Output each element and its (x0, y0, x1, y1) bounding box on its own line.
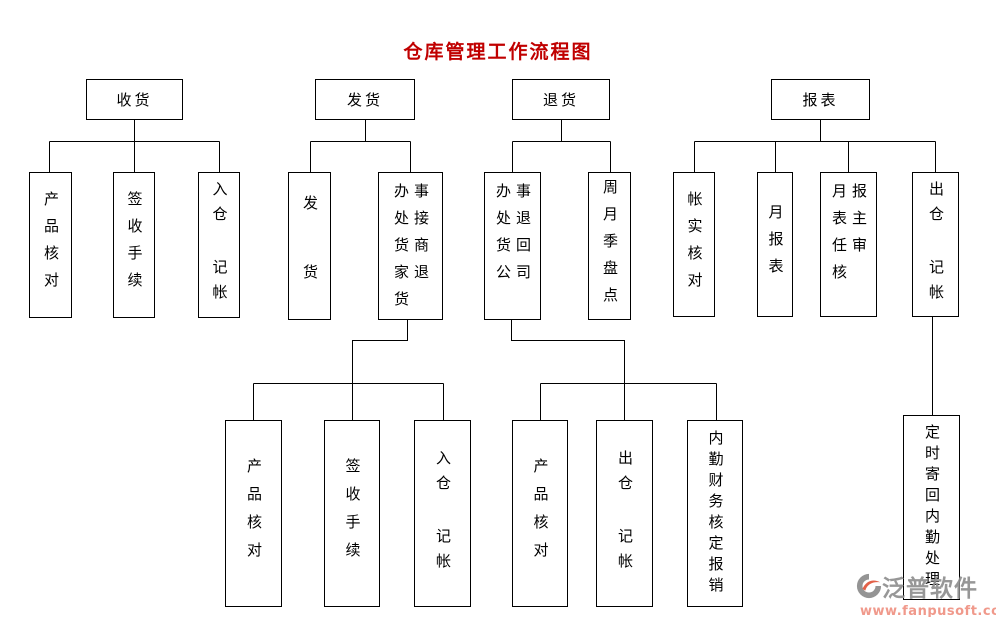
node-label: 入仓 记帐 (434, 449, 452, 578)
node-label: 报表 (802, 91, 839, 109)
node-returns-sub-finance-verify-reimbursement: 内勤财务核定报销 (687, 420, 743, 607)
node-reports-supervisor-review: 月表任核 报主审 (820, 172, 877, 317)
node-label: 退货 (542, 91, 579, 109)
node-label-col2: 事退回司 (514, 183, 532, 291)
connector-receiving (49, 120, 220, 176)
node-label-col1: 办处货公 (494, 183, 512, 291)
node-shipping-sub-sign-procedure: 签收手续 (324, 420, 380, 607)
connector-reports (694, 120, 936, 176)
node-label: 签收手续 (125, 191, 144, 299)
node-reports-book-vs-actual-check: 帐实核对 (673, 172, 715, 317)
node-label: 产品核对 (245, 457, 263, 570)
node-returns-sub-outbound-bookkeeping: 出仓 记帐 (596, 420, 653, 607)
node-label: 月报表 (766, 204, 785, 285)
node-reports-monthly-report: 月报表 (757, 172, 793, 317)
connector-shipping (310, 120, 411, 176)
node-receiving-product-check: 产品核对 (29, 172, 72, 318)
node-label: 定时寄回内勤处理 (923, 423, 941, 592)
watermark: 泛普软件 www.fanpusoft.com (856, 569, 996, 617)
connector-returns (512, 120, 611, 176)
connector-returns-sub (511, 320, 717, 433)
node-returns-header: 退货 (512, 79, 610, 120)
node-shipping-sub-product-check: 产品核对 (225, 420, 282, 607)
node-label: 产品核对 (531, 457, 550, 570)
node-label: 产品核对 (42, 191, 60, 299)
watermark-brand-text: 泛普软件 (882, 576, 978, 602)
node-label: 发 货 (301, 195, 319, 297)
node-returns-office-return-to-company: 办处货公 事退回司 (484, 172, 541, 320)
watermark-url-text: www.fanpusoft.com (860, 604, 996, 617)
page-title: 仓库管理工作流程图 (403, 41, 593, 63)
node-receiving-inbound-bookkeeping: 入仓 记帐 (198, 172, 240, 318)
node-shipping-header: 发货 (315, 79, 415, 120)
node-label-col1: 办处货家货 (392, 183, 410, 318)
node-reports-sub-send-back-to-office: 定时寄回内勤处理 (903, 415, 960, 600)
node-label-col2: 事接商退 (412, 183, 430, 291)
node-label-col2: 报主审 (850, 183, 868, 264)
node-shipping-ship-goods: 发 货 (288, 172, 331, 320)
node-returns-sub-product-check: 产品核对 (512, 420, 568, 607)
node-label: 入仓 记帐 (210, 181, 229, 309)
node-label: 出仓 记帐 (616, 449, 634, 578)
node-label: 收货 (116, 91, 153, 109)
watermark-brand-row: 泛普软件 (856, 569, 996, 603)
node-label: 周月季盘点 (601, 178, 619, 314)
node-shipping-office-receives-returns: 办处货家货 事接商退 (378, 172, 443, 320)
node-reports-outbound-bookkeeping: 出仓 记帐 (912, 172, 959, 317)
connector-shipping-sub (253, 320, 444, 425)
node-receiving-header: 收货 (86, 79, 183, 120)
node-returns-periodic-stocktake: 周月季盘点 (588, 172, 631, 320)
node-label: 发货 (346, 91, 383, 109)
node-label: 内勤财务核定报销 (706, 429, 725, 598)
fanpu-logo-icon (856, 573, 882, 599)
node-shipping-sub-inbound-bookkeeping: 入仓 记帐 (414, 420, 471, 607)
node-label-col1: 月表任核 (830, 183, 848, 291)
node-receiving-sign-procedure: 签收手续 (113, 172, 155, 318)
node-label: 帐实核对 (685, 190, 704, 299)
node-label: 出仓 记帐 (927, 180, 945, 309)
node-label: 签收手续 (343, 457, 362, 570)
node-reports-header: 报表 (771, 79, 870, 120)
